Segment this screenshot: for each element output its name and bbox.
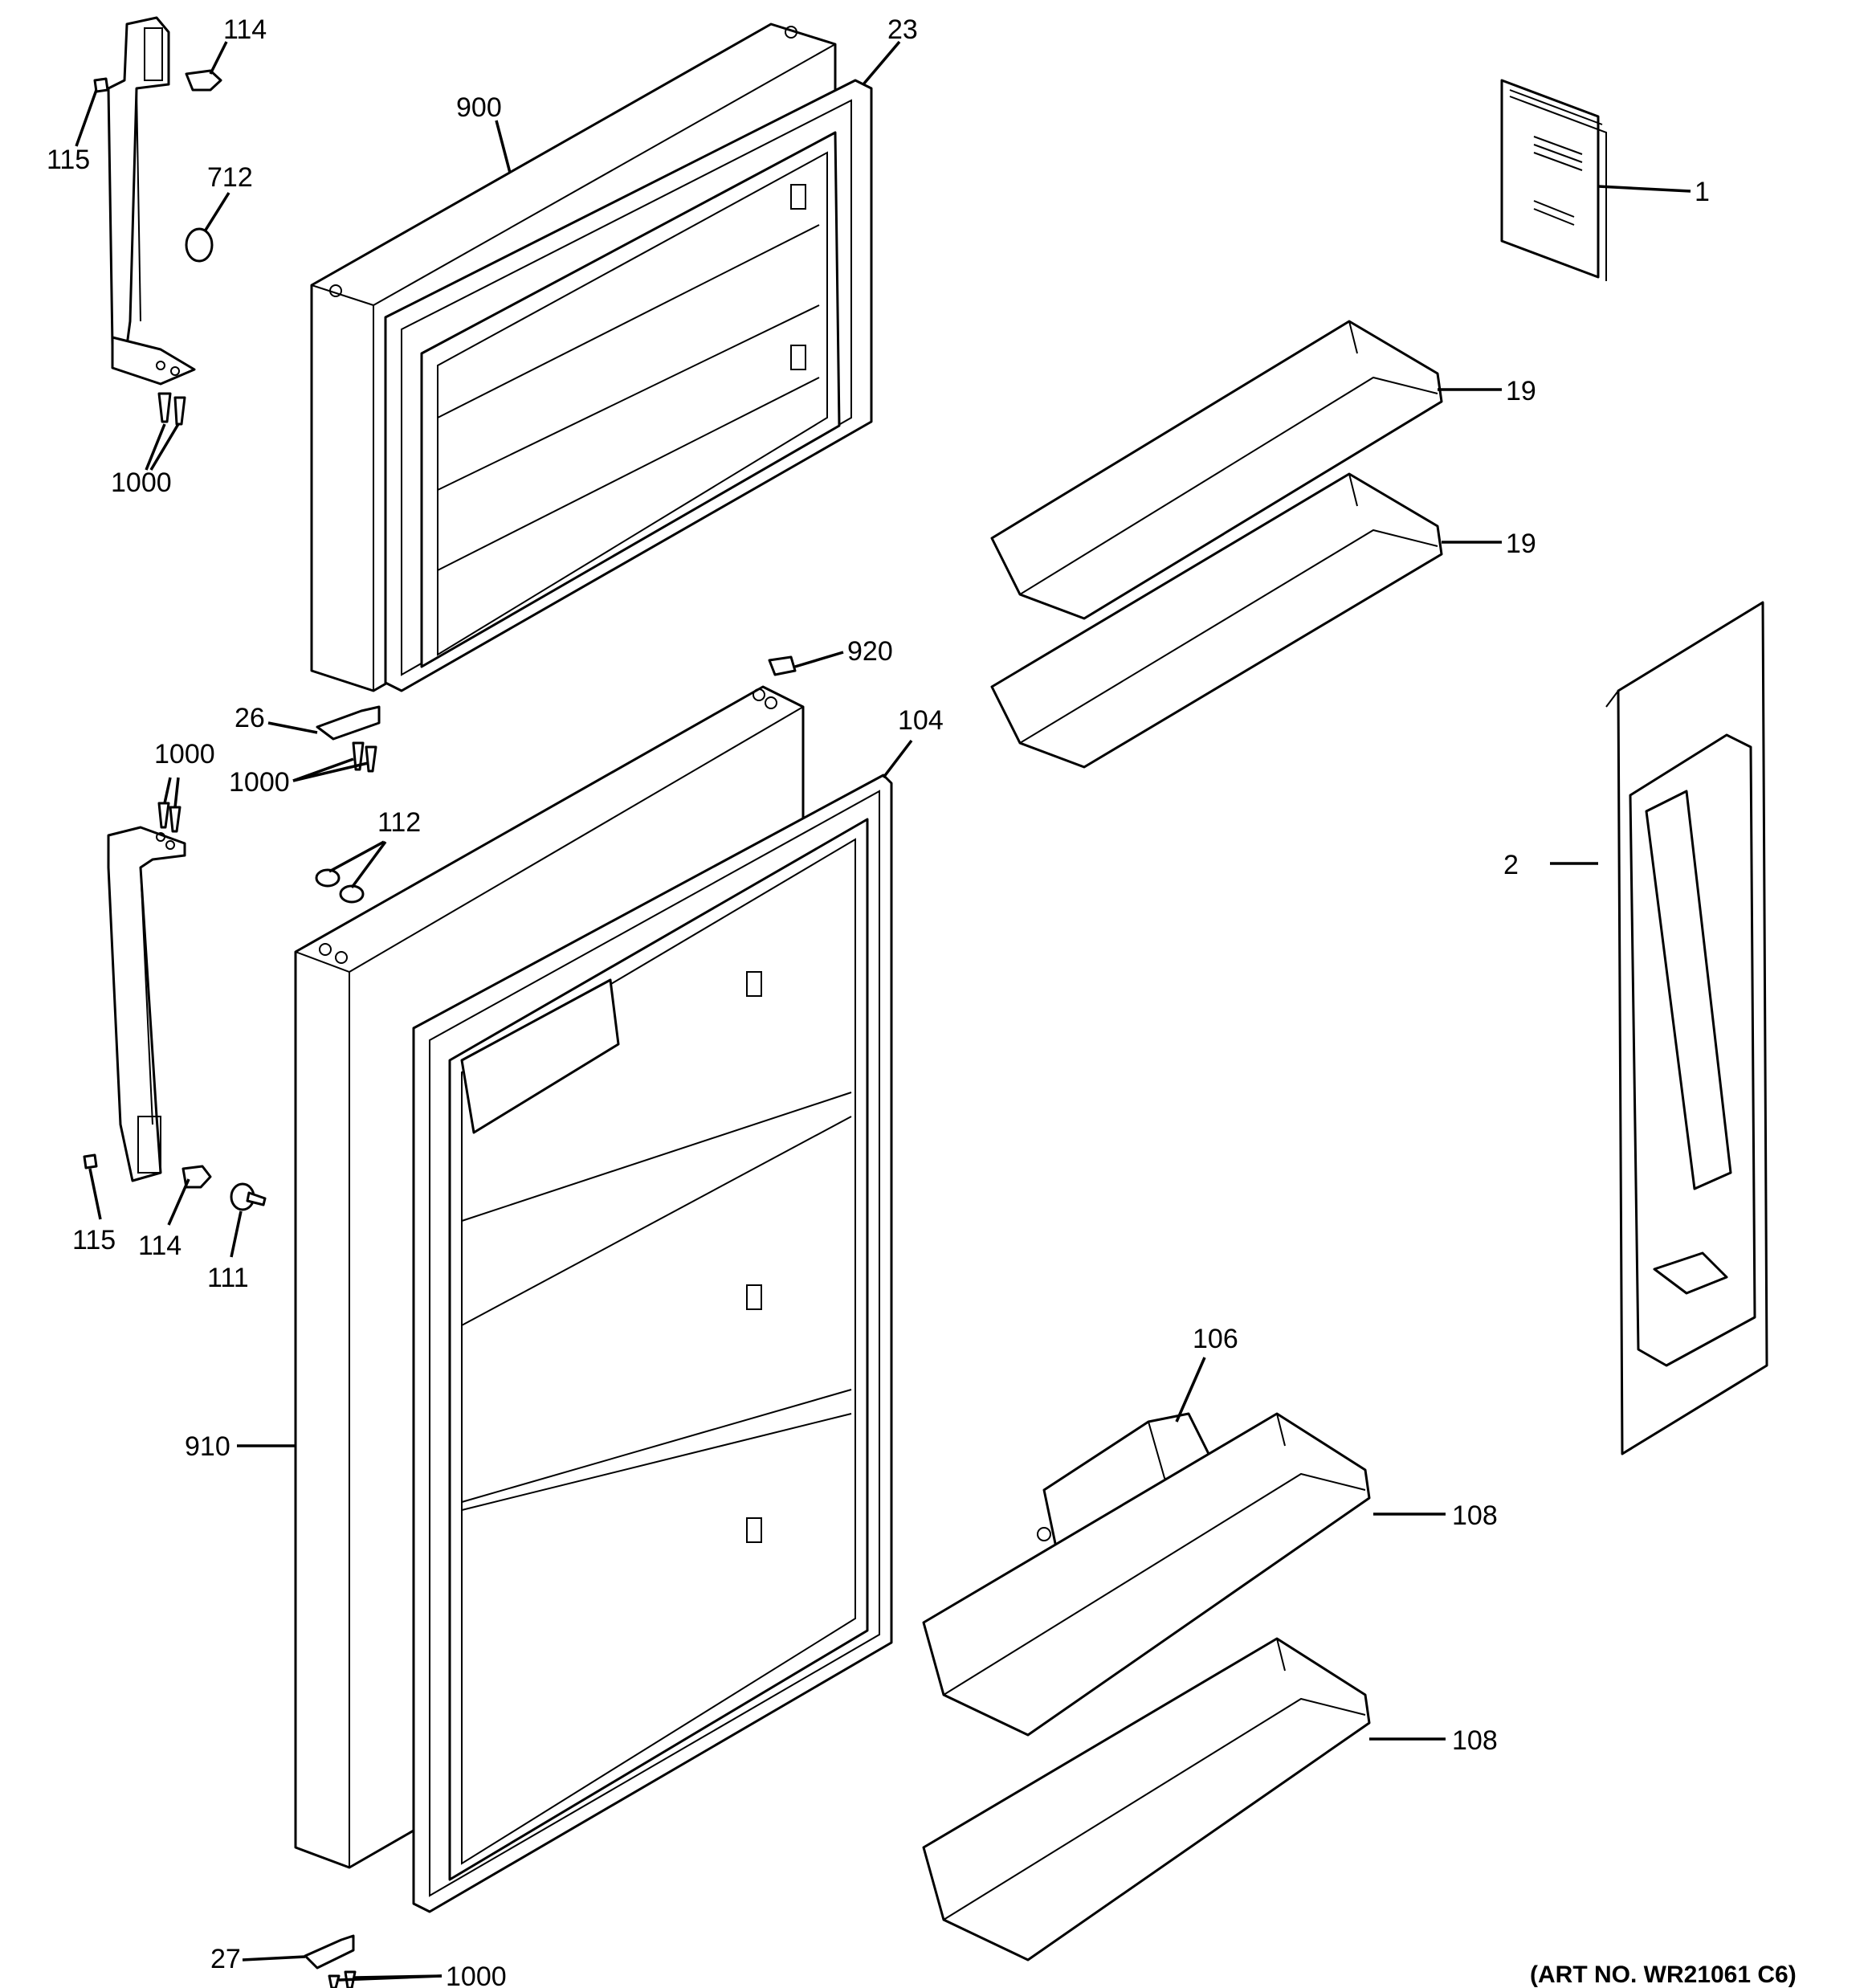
door-bin-108-upper: [922, 1412, 1371, 1737]
leader-lines: [75, 40, 1691, 1982]
fresh-food-gasket-104: [412, 774, 893, 1913]
callout-115-bottom: 115: [72, 1225, 116, 1255]
freezer-door-bin-19-lower: [990, 472, 1443, 769]
callout-1000-bottom: 1000: [446, 1961, 507, 1988]
callout-115-top: 115: [47, 145, 90, 175]
plug-920: [768, 655, 797, 676]
callout-108-upper: 108: [1452, 1500, 1498, 1531]
callout-19-upper: 19: [1506, 376, 1536, 406]
oring-712: [185, 227, 214, 263]
callout-106: 106: [1193, 1324, 1238, 1354]
callout-2: 2: [1503, 850, 1519, 880]
callout-112: 112: [377, 807, 421, 838]
hinge-27: [304, 1934, 355, 1970]
owners-manual-1: [1500, 79, 1607, 281]
callout-1000-hinge: 1000: [229, 767, 290, 798]
callout-1000-upper: 1000: [154, 739, 215, 769]
freezer-handle: [107, 16, 196, 386]
handle-kit-2: [1605, 601, 1768, 1455]
screws-1000-bottom: [328, 1970, 357, 1988]
handle-plug-114-top: [185, 69, 222, 92]
door-bin-108-lower: [922, 1637, 1371, 1961]
screw-111: [230, 1182, 267, 1211]
screws-1000-hinge: [352, 741, 377, 773]
callout-900: 900: [456, 92, 502, 123]
hinge-26: [316, 705, 381, 741]
callout-26: 26: [235, 703, 265, 733]
fresh-food-handle: [107, 826, 186, 1182]
callout-910: 910: [185, 1431, 230, 1462]
callout-19-lower: 19: [1506, 529, 1536, 559]
callout-108-lower: 108: [1452, 1725, 1498, 1756]
callout-23: 23: [887, 14, 918, 45]
callout-1: 1: [1695, 177, 1710, 207]
callout-111: 111: [207, 1263, 249, 1293]
screws-1000-handle: [157, 802, 181, 833]
callout-104: 104: [898, 705, 944, 736]
callout-920: 920: [847, 636, 893, 667]
screws-112: [315, 868, 365, 904]
callout-114-top: 114: [223, 14, 267, 45]
art-number: (ART NO. WR21061 C6): [1530, 1961, 1797, 1988]
freezer-gasket-23: [384, 79, 873, 692]
screws-1000-top: [157, 392, 186, 426]
callout-114-bottom: 114: [138, 1231, 181, 1261]
callout-712: 712: [207, 162, 253, 193]
screw-115-top: [93, 77, 109, 93]
callout-27: 27: [210, 1944, 241, 1974]
callout-1000-top: 1000: [111, 467, 172, 498]
freezer-door-bin-19-upper: [990, 320, 1443, 620]
screw-115-bottom: [83, 1153, 98, 1170]
